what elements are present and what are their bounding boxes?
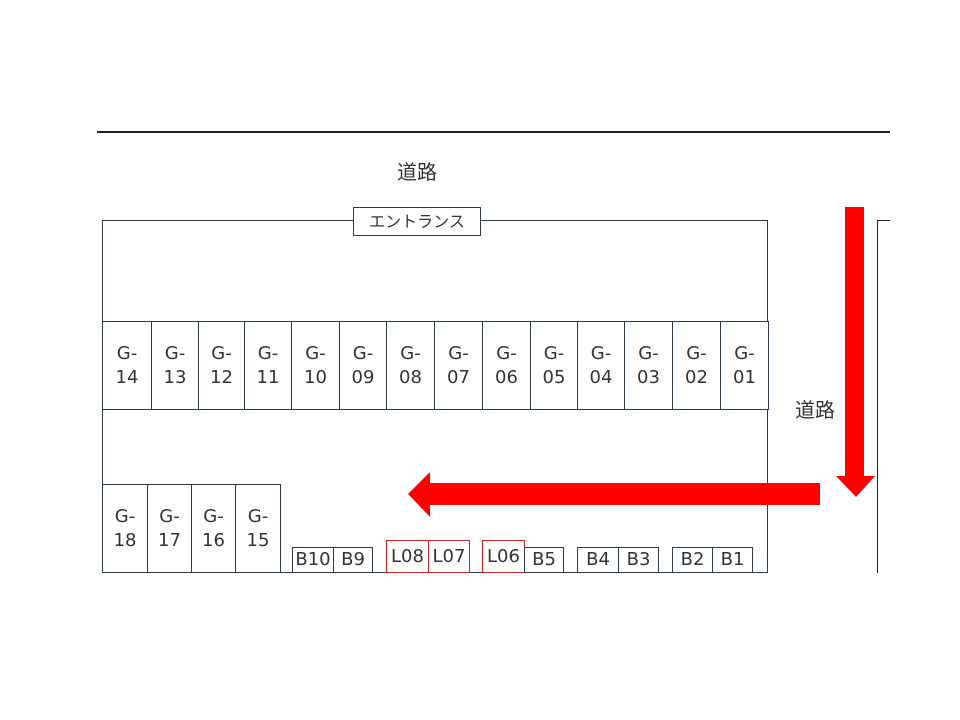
parking-space: G- 07	[434, 321, 483, 410]
road-right-label: 道路	[795, 398, 835, 422]
small-parking-space: B4	[577, 547, 619, 573]
arrow-left-icon	[408, 472, 820, 517]
small-parking-space: B9	[333, 547, 373, 573]
parking-space: G- 01	[720, 321, 769, 410]
arrow-down-icon	[836, 207, 875, 497]
parking-space: G- 12	[198, 321, 245, 410]
small-parking-space: L06	[482, 540, 525, 573]
parking-space: G- 11	[244, 321, 292, 410]
parking-space: G- 06	[482, 321, 531, 410]
parking-space: G- 02	[672, 321, 721, 410]
small-parking-space: B2	[672, 547, 713, 573]
parking-space: G- 18	[102, 484, 148, 573]
parking-space: G- 14	[102, 321, 152, 410]
parking-space: G- 09	[339, 321, 387, 410]
small-parking-space: B5	[524, 547, 564, 573]
small-parking-space: B3	[618, 547, 659, 573]
parking-space: G- 04	[577, 321, 625, 410]
parking-space: G- 15	[235, 484, 281, 573]
parking-space: G- 03	[624, 321, 673, 410]
small-parking-space: B1	[712, 547, 753, 573]
small-parking-space: B10	[292, 547, 334, 573]
road-top-line	[97, 131, 890, 133]
small-parking-space: L07	[428, 540, 470, 573]
road-right-edge	[877, 220, 890, 573]
parking-space: G- 05	[530, 321, 578, 410]
road-top-label: 道路	[397, 160, 437, 184]
parking-space: G- 16	[191, 484, 236, 573]
small-parking-space: L08	[386, 540, 429, 573]
entrance-label: エントランス	[353, 207, 481, 236]
